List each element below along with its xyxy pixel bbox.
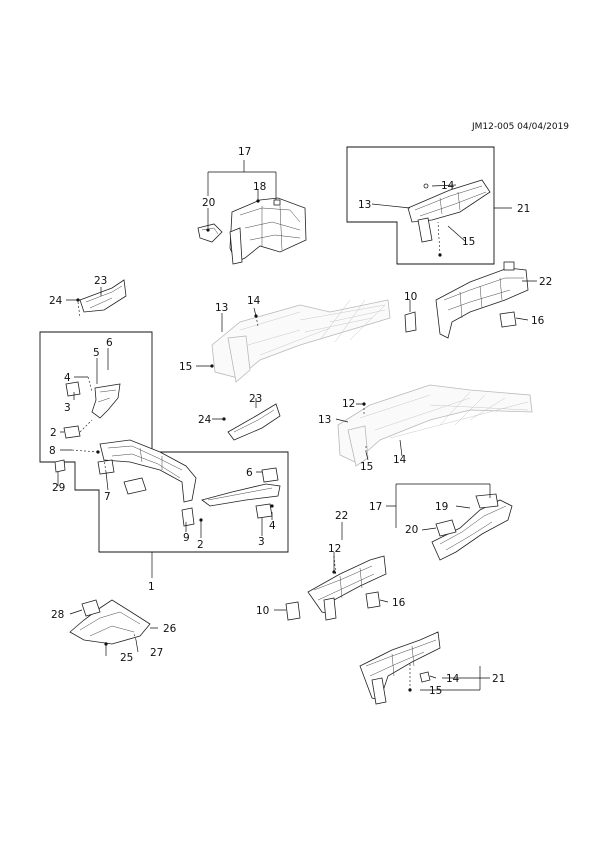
ghost-front-structure-upper [211, 299, 391, 383]
callout-23-right: 23 [249, 393, 262, 405]
callout-22-lower: 22 [335, 510, 348, 522]
callout-29: 29 [52, 482, 65, 494]
callout-19: 19 [435, 501, 448, 513]
part-front-rail-assembly-21-lower [359, 631, 441, 705]
callout-6-right: 6 [246, 467, 253, 479]
part-clip-3-left [65, 381, 81, 397]
callout-8: 8 [49, 445, 56, 457]
part-bracket-16-upper [499, 311, 517, 328]
callout-14-box21: 14 [441, 180, 455, 192]
leader-lines [57, 160, 537, 691]
part-reinforcement-7b [123, 477, 147, 495]
callout-20-right: 20 [405, 524, 418, 536]
callout-27: 27 [150, 647, 163, 659]
fastener-dots [76, 199, 442, 692]
callout-15-ghost-middle: 15 [360, 461, 373, 473]
part-apron-panel-23-right [227, 403, 281, 441]
part-clip-2-left [63, 425, 81, 439]
callout-9: 9 [183, 532, 190, 544]
callout-2-right: 2 [197, 539, 204, 551]
callout-18: 18 [253, 181, 266, 193]
part-plate-10-upper [404, 311, 417, 333]
callout-20-top: 20 [202, 197, 215, 209]
callout-3-left: 3 [64, 402, 71, 414]
callout-21-top: 21 [517, 203, 530, 215]
part-bracket-7 [97, 459, 115, 475]
part-bracket-20-right [435, 519, 457, 537]
callout-16-lower: 16 [392, 597, 406, 609]
callout-4-right: 4 [269, 520, 276, 532]
part-clip-29 [54, 459, 66, 473]
callout-17-top: 17 [238, 146, 251, 158]
callout-17-right: 17 [369, 501, 382, 513]
part-wheel-arch-liner-25 [69, 599, 151, 645]
part-front-side-member-assembly-17 [229, 197, 307, 265]
callout-21-lower: 21 [492, 673, 505, 685]
callout-5: 5 [93, 347, 100, 359]
callout-15-lower: 15 [429, 685, 442, 697]
callout-10-upper: 10 [404, 291, 417, 303]
callout-4-left: 4 [64, 372, 71, 384]
callout-3-right: 3 [258, 536, 265, 548]
part-apron-panel-23-left [79, 279, 127, 313]
part-side-member-22-lower [307, 555, 387, 621]
callout-14-ghost-middle: 14 [393, 454, 407, 466]
part-plate-10-lower [285, 601, 301, 621]
callout-12-ghost-middle: 12 [342, 398, 355, 410]
callout-15-box21: 15 [462, 236, 475, 248]
callout-25: 25 [120, 652, 133, 664]
part-front-side-member-19 [431, 493, 513, 561]
callout-12-lower: 12 [328, 543, 341, 555]
callout-1: 1 [148, 581, 155, 593]
callout-6-left: 6 [106, 337, 113, 349]
callout-28: 28 [51, 609, 64, 621]
part-side-member-22-upper [435, 261, 529, 339]
part-bracket-20 [197, 223, 223, 243]
part-upper-rail-box-right [181, 467, 281, 527]
callout-13-box21: 13 [358, 199, 371, 211]
part-wheelhouse-bracket-5 [91, 383, 121, 419]
callout-14-ghost-upper: 14 [247, 295, 261, 307]
callout-2-left: 2 [50, 427, 57, 439]
callout-14-lower: 14 [446, 673, 460, 685]
callout-22-upper: 22 [539, 276, 552, 288]
callout-16-upper: 16 [531, 315, 545, 327]
group-box-21 [346, 146, 495, 265]
part-front-rail-assembly-21 [407, 179, 491, 243]
part-bracket-16-lower [365, 591, 381, 609]
callout-26: 26 [163, 623, 177, 635]
callout-numbers: 17 18 20 14 13 21 15 22 10 16 23 24 14 1… [49, 146, 552, 697]
callout-7: 7 [104, 491, 111, 503]
ghost-front-structure-middle [337, 384, 533, 467]
callout-13-ghost-upper: 13 [215, 302, 228, 314]
callout-15-ghost-upper: 15 [179, 361, 192, 373]
callout-10-lower: 10 [256, 605, 269, 617]
callout-13-ghost-middle: 13 [318, 414, 331, 426]
callout-24-right: 24 [198, 414, 212, 426]
part-front-side-rail-1 [99, 439, 197, 503]
callout-23-left: 23 [94, 275, 107, 287]
callout-24-left: 24 [49, 295, 63, 307]
diagram-reference-code: JM12-005 04/04/2019 [472, 122, 570, 132]
